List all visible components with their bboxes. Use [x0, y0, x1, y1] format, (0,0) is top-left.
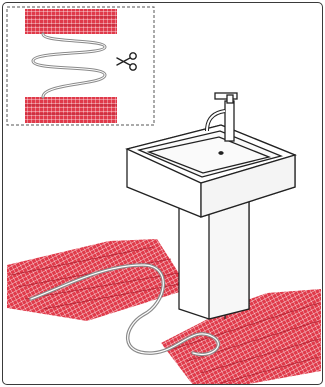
scissors-icon — [117, 53, 136, 70]
illustration-frame — [2, 2, 323, 385]
inset-mat-bottom — [25, 97, 117, 123]
heating-mat-illustration — [3, 3, 323, 385]
inset-mat-top — [25, 9, 117, 34]
floor-mats — [7, 239, 321, 385]
inset-detail — [7, 7, 154, 125]
basin-icon — [127, 125, 295, 217]
